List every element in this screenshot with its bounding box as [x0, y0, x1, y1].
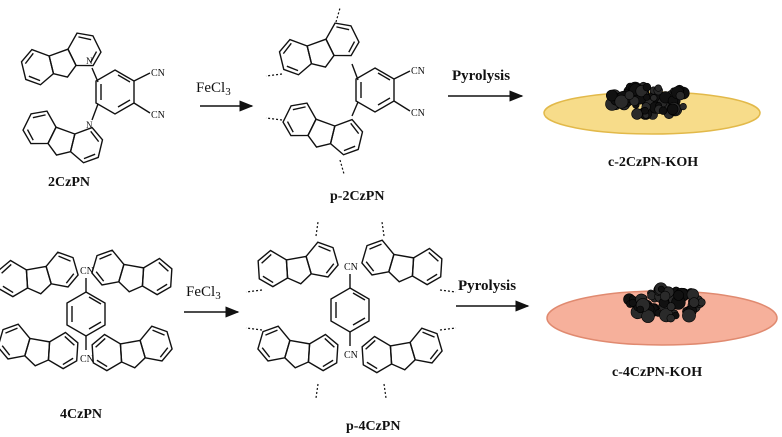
carbon-particle — [666, 103, 679, 116]
carbon-particle — [673, 289, 684, 301]
product-dish-row1 — [543, 81, 761, 135]
cyano-label: CN — [411, 66, 425, 77]
cyano-label: CN — [344, 262, 358, 273]
monomer-label-4czpn: 4CzPN — [60, 407, 102, 422]
cyano-label: CN — [344, 350, 358, 361]
carbon-particle — [666, 314, 675, 323]
carbon-particle — [643, 93, 651, 101]
carbon-particle — [682, 308, 696, 323]
carbon-particle — [641, 106, 649, 115]
nitrogen-label: N — [86, 120, 93, 130]
carbon-particle — [650, 94, 658, 102]
carbon-particle — [654, 84, 662, 92]
step-pyrolysis-row2: Pyrolysis — [458, 278, 516, 294]
monomer-label-2czpn: 2CzPN — [48, 175, 90, 190]
carbon-particle — [675, 91, 685, 101]
reagent-fecl3-row1: FeCl3 — [196, 80, 231, 98]
polymer-p-2czpn-structure: CN CN — [265, 7, 425, 175]
nitrogen-label: N — [86, 56, 93, 66]
product-label-c-4czpn-koh: c-4CzPN-KOH — [612, 365, 702, 380]
carbon-particle — [679, 102, 687, 111]
carbon-particle — [631, 108, 643, 120]
monomer-4czpn-structure: CN CN — [0, 246, 176, 376]
polymer-label-p-2czpn: p-2CzPN — [330, 189, 384, 204]
cyano-label: CN — [80, 266, 94, 277]
step-pyrolysis-row1: Pyrolysis — [452, 68, 510, 84]
carbon-particle — [642, 82, 652, 92]
polymer-label-p-4czpn: p-4CzPN — [346, 419, 400, 434]
carbon-particle — [636, 305, 644, 314]
cyano-label: CN — [151, 110, 165, 121]
product-dish-row2 — [546, 282, 778, 346]
cyano-label: CN — [151, 68, 165, 79]
cyano-label: CN — [80, 354, 94, 365]
product-label-c-2czpn-koh: c-2CzPN-KOH — [608, 155, 698, 170]
carbon-particle — [628, 298, 637, 307]
carbon-particle — [666, 302, 676, 311]
carbon-particle — [657, 285, 665, 293]
cyano-label: CN — [411, 108, 425, 119]
carbon-particle — [614, 94, 629, 109]
polymer-p-4czpn-structure: CN CN — [245, 221, 457, 399]
carbon-particle — [624, 90, 635, 100]
monomer-2czpn-structure: CN CN N N — [16, 26, 165, 170]
carbon-particle — [659, 290, 671, 302]
carbon-particle — [688, 297, 700, 308]
reagent-fecl3-row2: FeCl3 — [186, 284, 221, 302]
carbon-particle — [658, 106, 668, 115]
